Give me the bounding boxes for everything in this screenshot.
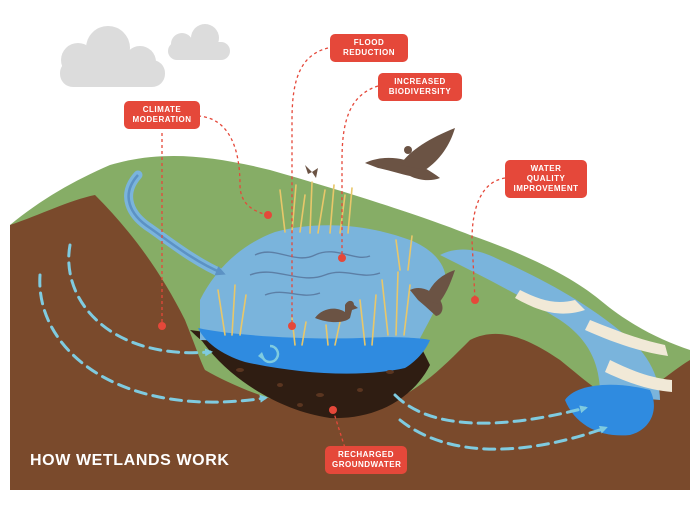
label-increased-biodiversity: INCREASED BIODIVERSITY — [378, 73, 462, 101]
label-flood-reduction-line2: REDUCTION — [342, 48, 396, 57]
label-recharged-groundwater-line1: RECHARGED — [337, 450, 395, 459]
label-increased-biodiversity-line1: INCREASED — [394, 77, 446, 86]
label-recharged-groundwater: RECHARGED GROUNDWATER — [325, 446, 407, 474]
landing-duck-icon — [410, 270, 455, 316]
soil-pebbles — [236, 368, 394, 407]
water-cycle-arrow-icon — [258, 344, 280, 364]
wetland-water — [198, 225, 446, 374]
label-climate-moderation: CLIMATE MODERATION — [124, 101, 200, 129]
callout-lines — [161, 47, 506, 449]
stream — [124, 170, 230, 280]
cloud-icon — [168, 24, 230, 60]
label-water-quality-line2: IMPROVEMENT — [513, 184, 579, 193]
flying-duck-icon — [365, 128, 455, 181]
river — [440, 249, 672, 436]
insect-icon — [305, 165, 318, 178]
groundwater-arrows — [38, 243, 608, 451]
label-flood-reduction-line1: FLOOD — [353, 38, 385, 47]
label-water-quality-line1: WATER QUALITY — [526, 164, 566, 183]
water-flow-lines — [249, 251, 381, 296]
cloud-icon — [60, 26, 165, 87]
label-climate-moderation-line1: CLIMATE — [142, 105, 182, 114]
label-water-quality-improvement: WATER QUALITY IMPROVEMENT — [505, 160, 587, 198]
label-recharged-groundwater-line2: GROUNDWATER — [332, 460, 402, 469]
callout-dots — [158, 211, 479, 414]
label-climate-moderation-line2: MODERATION — [132, 115, 192, 124]
diagram-title: HOW WETLANDS WORK — [30, 452, 230, 469]
label-flood-reduction: FLOOD REDUCTION — [330, 34, 408, 62]
swimming-duck-icon — [315, 300, 358, 323]
label-increased-biodiversity-line2: BIODIVERSITY — [388, 87, 452, 96]
